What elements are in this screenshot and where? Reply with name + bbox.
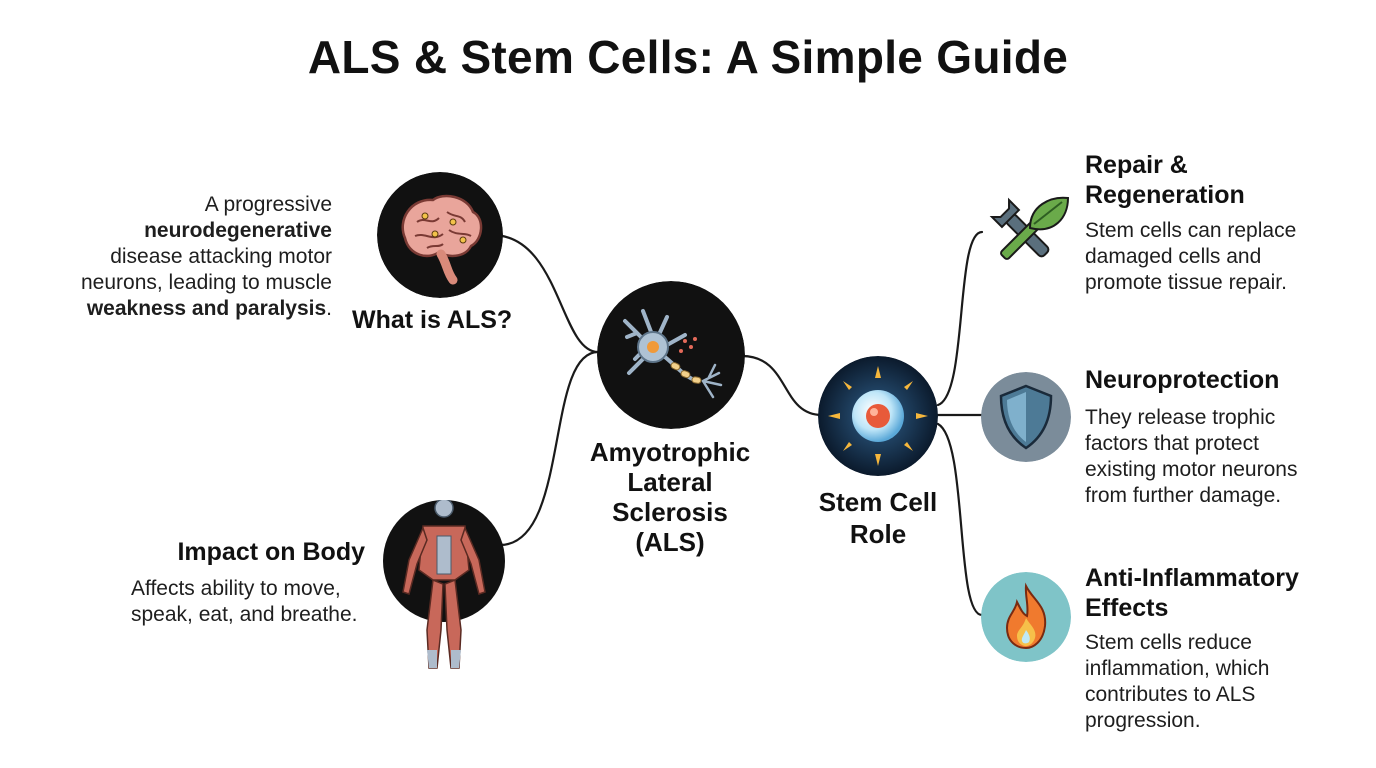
desc-text: . — [326, 297, 332, 320]
stem-cell-label-line: Role — [849, 519, 907, 549]
als-center-label: Amyotrophic Lateral Sclerosis (ALS) — [570, 437, 770, 557]
center-label-line: Lateral — [627, 467, 713, 497]
neuroprotection-heading: Neuroprotection — [1085, 366, 1280, 394]
repair-heading-line: Repair & — [1085, 151, 1188, 179]
center-label-line: (ALS) — [635, 527, 705, 557]
desc-bold-text: weakness and paralysis — [86, 297, 327, 320]
neuroprotection-node — [981, 372, 1071, 462]
desc-text: factors that protect — [1085, 432, 1259, 455]
connector-center-to-brain — [490, 233, 600, 354]
desc-bold-text: neurodegenerative — [144, 219, 332, 242]
stem-cell-icon — [818, 356, 938, 476]
repair-heading: Repair & Regeneration — [1085, 150, 1245, 210]
desc-text: They release trophic — [1085, 406, 1276, 429]
desc-text: contributes to ALS — [1085, 683, 1256, 706]
brain-icon — [377, 172, 503, 298]
center-label-line: Sclerosis — [612, 497, 728, 527]
desc-text: Affects ability to move, — [131, 577, 341, 600]
impact-description: Affects ability to move, speak, eat, and… — [131, 576, 381, 628]
desc-text: neurons, leading to muscle — [81, 271, 332, 294]
desc-text: inflammation, which — [1085, 657, 1270, 680]
stem-cell-label: Stem Cell Role — [798, 486, 958, 550]
desc-text: Stem cells can replace — [1085, 219, 1297, 242]
center-label-line: Amyotrophic — [589, 437, 751, 467]
desc-text: from further damage. — [1085, 484, 1282, 507]
stem-cell-label-line: Stem Cell — [818, 487, 938, 517]
connector-center-to-stemcell — [740, 354, 824, 417]
body-node — [383, 500, 505, 669]
what-is-als-description: A progressive neurodegenerative disease … — [40, 192, 332, 322]
repair-node — [980, 188, 1072, 280]
desc-text: damaged cells and — [1085, 245, 1262, 268]
neuron-icon — [597, 281, 745, 429]
impact-heading: Impact on Body — [177, 538, 365, 566]
connector-center-to-body — [498, 350, 600, 547]
repair-description: Stem cells can replace damaged cells and… — [1085, 218, 1355, 296]
wrench-leaf-icon — [989, 196, 1070, 260]
human-muscle-icon — [383, 500, 505, 669]
anti-inflammatory-description: Stem cells reduce inflammation, which co… — [1085, 630, 1355, 734]
als-center-node — [597, 281, 745, 429]
desc-text: promote tissue repair. — [1085, 271, 1287, 294]
desc-text: speak, eat, and breathe. — [131, 603, 358, 626]
desc-text: Stem cells reduce — [1085, 631, 1252, 654]
shield-icon — [981, 372, 1071, 462]
page-title: ALS & Stem Cells: A Simple Guide — [307, 31, 1069, 83]
anti-inflammatory-heading: Anti-Inflammatory Effects — [1085, 563, 1299, 623]
anti-inflammatory-heading-line: Effects — [1085, 594, 1169, 622]
desc-text: disease attacking motor — [110, 245, 332, 268]
desc-text: existing motor neurons — [1085, 458, 1298, 481]
repair-heading-line: Regeneration — [1085, 181, 1245, 209]
brain-node — [377, 172, 503, 298]
anti-inflammatory-node — [981, 572, 1071, 662]
connector-stemcell-to-anti — [936, 422, 984, 617]
anti-inflammatory-heading-line: Anti-Inflammatory — [1085, 564, 1299, 592]
stem-cell-node — [818, 356, 938, 476]
desc-text: progression. — [1085, 709, 1201, 732]
neuroprotection-description: They release trophic factors that protec… — [1085, 405, 1365, 509]
flame-icon — [981, 572, 1071, 662]
connector-stemcell-to-repair — [936, 230, 984, 407]
desc-text: A progressive — [204, 193, 332, 216]
what-is-als-heading: What is ALS? — [352, 306, 513, 334]
